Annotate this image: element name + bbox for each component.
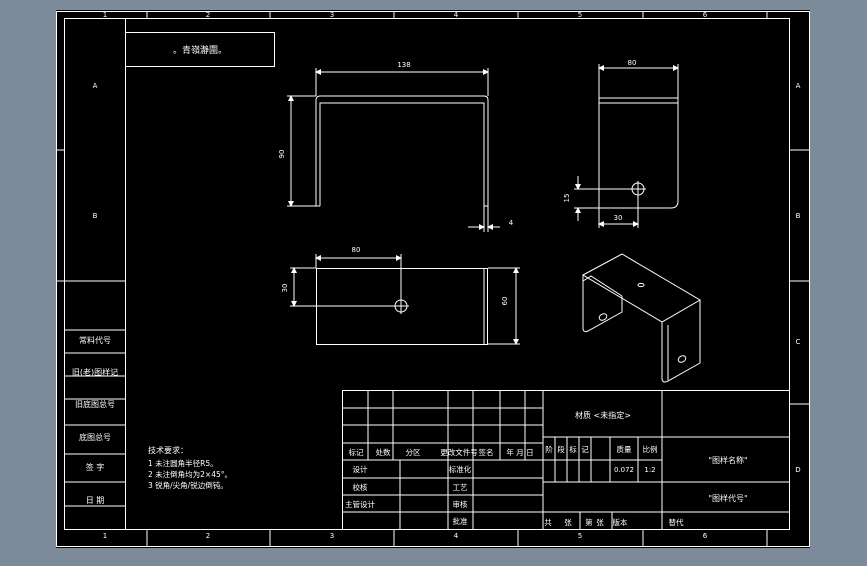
note-line: 2 未注倒角均为2×45°。 [148, 469, 232, 479]
weight-value: 0.072 [614, 466, 634, 474]
column-label: 6 [703, 11, 708, 19]
title-block-role-label: 设计 [353, 464, 368, 474]
note-line: 3 锐角/尖角/锐边倒钝。 [148, 480, 228, 490]
outer-border [56, 11, 810, 547]
column-label: 5 [578, 11, 582, 19]
column-label: 4 [454, 11, 459, 19]
left-strip-label: 旧(老)图样记 [72, 367, 118, 377]
title-block-stage-label: 记 [581, 445, 589, 454]
title-block-stage-label: 质量 [617, 444, 632, 454]
note-line: 1 未注圆角半径R5。 [148, 458, 218, 468]
column-label: 3 [330, 532, 334, 540]
title-block-std-label: 审核 [453, 499, 468, 509]
title-block-bottom-label: 替代 [669, 517, 684, 527]
title-block-bottom-label: 张 [564, 518, 572, 527]
title-block-role-label: 校核 [353, 482, 368, 492]
row-label: D [795, 466, 800, 474]
left-strip-label: 底图总号 [79, 432, 111, 442]
row-label: A [796, 82, 801, 90]
drawing-number: "图样代号" [708, 493, 747, 503]
title-block-bottom-label: 版本 [613, 517, 628, 527]
column-label: 1 [103, 11, 107, 19]
front-view [287, 68, 500, 232]
title-block-header-label: 年 月 日 [506, 447, 533, 457]
left-strip-label: 常料代号 [79, 335, 111, 345]
dim-right-hole-offset: 30 [614, 214, 623, 222]
row-label: B [796, 212, 801, 220]
title-block-bottom-label: 共 [544, 518, 552, 527]
column-label: 2 [206, 532, 210, 540]
column-label: 1 [103, 532, 107, 540]
left-strip-label: 日 期 [86, 496, 105, 505]
title-block-std-label: 批准 [453, 516, 468, 526]
row-label: C [796, 338, 801, 346]
dim-right-hole-height: 15 [563, 194, 571, 203]
title-block-header-label: 处数 [376, 447, 391, 457]
title-block-stage-label: 段 [557, 444, 565, 454]
column-label: 5 [578, 532, 582, 540]
top-left-box [125, 32, 275, 67]
column-label: 3 [330, 11, 334, 19]
title-block-std-label: 工艺 [453, 483, 468, 492]
column-label: 4 [454, 532, 459, 540]
title-block [342, 390, 790, 530]
title-block-stage-label: 比例 [643, 444, 658, 454]
row-label: A [93, 82, 98, 90]
title-block-header-label: 更改文件号 [440, 447, 478, 457]
top-left-box-text: 。青嶺瀞圍。 [173, 44, 227, 56]
isometric-view [581, 253, 701, 383]
dim-thickness: 4 [509, 219, 514, 227]
dim-plan-length: 80 [352, 246, 361, 254]
material-label: 材质 <未指定> [575, 410, 631, 420]
title-block-stage-label: 标 [569, 444, 577, 454]
dim-right-width: 80 [628, 59, 637, 67]
drawing-name: "图样名称" [708, 455, 747, 465]
title-block-header-label: 分区 [406, 448, 421, 457]
left-strip-label: 旧底图总号 [75, 399, 115, 409]
title-block-role-label: 主管设计 [345, 499, 375, 509]
column-label: 6 [703, 532, 708, 540]
notes-title: 技术要求： [148, 445, 188, 455]
title-block-stage-label: 阶 [545, 444, 553, 454]
title-block-bottom-label: 张 [596, 518, 604, 527]
left-strip-label: 签 字 [86, 462, 105, 472]
title-block-bottom-label: 第 [585, 517, 593, 527]
row-label: B [93, 212, 98, 220]
scale-value: 1:2 [644, 466, 655, 474]
dim-plan-height-small: 30 [281, 284, 289, 293]
dim-top-width: 138 [397, 61, 410, 69]
dim-plan-height-large: 60 [501, 297, 509, 306]
dim-left-height: 90 [278, 150, 286, 159]
plan-view [290, 254, 520, 345]
title-block-header-label: 签名 [479, 447, 494, 457]
side-view [574, 64, 679, 228]
title-block-std-label: 标准化 [449, 464, 472, 474]
title-block-header-label: 标记 [349, 447, 364, 457]
column-label: 2 [206, 11, 210, 19]
drawing-sheet [56, 10, 810, 548]
